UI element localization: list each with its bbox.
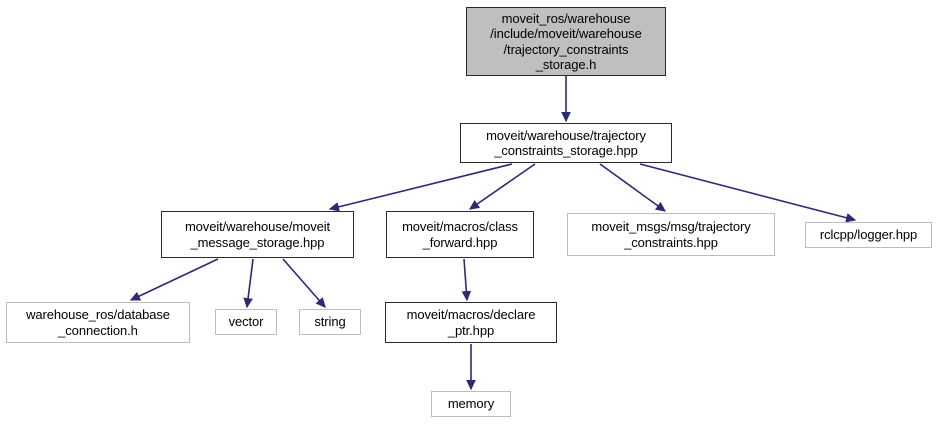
node-label: moveit/macros/class _forward.hpp (402, 219, 518, 250)
node-moveit-msgs-trajectory-constraints-hpp[interactable]: moveit_msgs/msg/trajectory _constraints.… (567, 213, 775, 256)
node-string[interactable]: string (299, 309, 361, 335)
edge-trajectory_constraints_storage_hpp-to-rclcpp_logger_hpp (639, 163, 857, 223)
node-moveit-message-storage-hpp[interactable]: moveit/warehouse/moveit _message_storage… (161, 211, 354, 258)
node-label: moveit_msgs/msg/trajectory _constraints.… (591, 219, 751, 250)
node-label: warehouse_ros/database _connection.h (26, 307, 170, 338)
node-rclcpp-logger-hpp[interactable]: rclcpp/logger.hpp (805, 222, 932, 248)
node-memory[interactable]: memory (431, 391, 511, 417)
node-declare-ptr-hpp[interactable]: moveit/macros/declare _ptr.hpp (385, 302, 557, 343)
node-warehouse-ros-database-connection-h[interactable]: warehouse_ros/database _connection.h (6, 302, 190, 343)
edge-moveit_message_storage_hpp-to-vector (243, 258, 254, 309)
node-label: moveit/macros/declare _ptr.hpp (406, 307, 536, 338)
node-label: memory (447, 396, 495, 412)
node-trajectory-constraints-storage-hpp[interactable]: moveit/warehouse/trajectory _constraints… (460, 123, 672, 163)
node-root[interactable]: moveit_ros/warehouse /include/moveit/war… (466, 7, 666, 76)
node-label: moveit/warehouse/moveit _message_storage… (184, 219, 331, 250)
node-class-forward-hpp[interactable]: moveit/macros/class _forward.hpp (386, 211, 534, 258)
edge-moveit_message_storage_hpp-to-warehouse_ros_database_connection_h (129, 258, 219, 301)
edge-class_forward_hpp-to-declare_ptr_hpp (461, 258, 472, 302)
node-label: moveit_ros/warehouse /include/moveit/war… (490, 10, 642, 73)
edge-moveit_message_storage_hpp-to-string (282, 258, 326, 308)
node-label: moveit/warehouse/trajectory _constraints… (486, 127, 646, 159)
node-vector[interactable]: vector (215, 309, 277, 335)
edge-trajectory_constraints_storage_hpp-to-class_forward_hpp (468, 163, 536, 210)
edge-trajectory_constraints_storage_hpp-to-trajectory_constraints_msg_hpp (599, 163, 667, 212)
node-label: vector (228, 314, 264, 330)
node-label: rclcpp/logger.hpp (819, 227, 918, 243)
edge-trajectory_constraints_storage_hpp-to-moveit_message_storage_hpp (328, 163, 513, 212)
node-label: string (314, 314, 346, 330)
